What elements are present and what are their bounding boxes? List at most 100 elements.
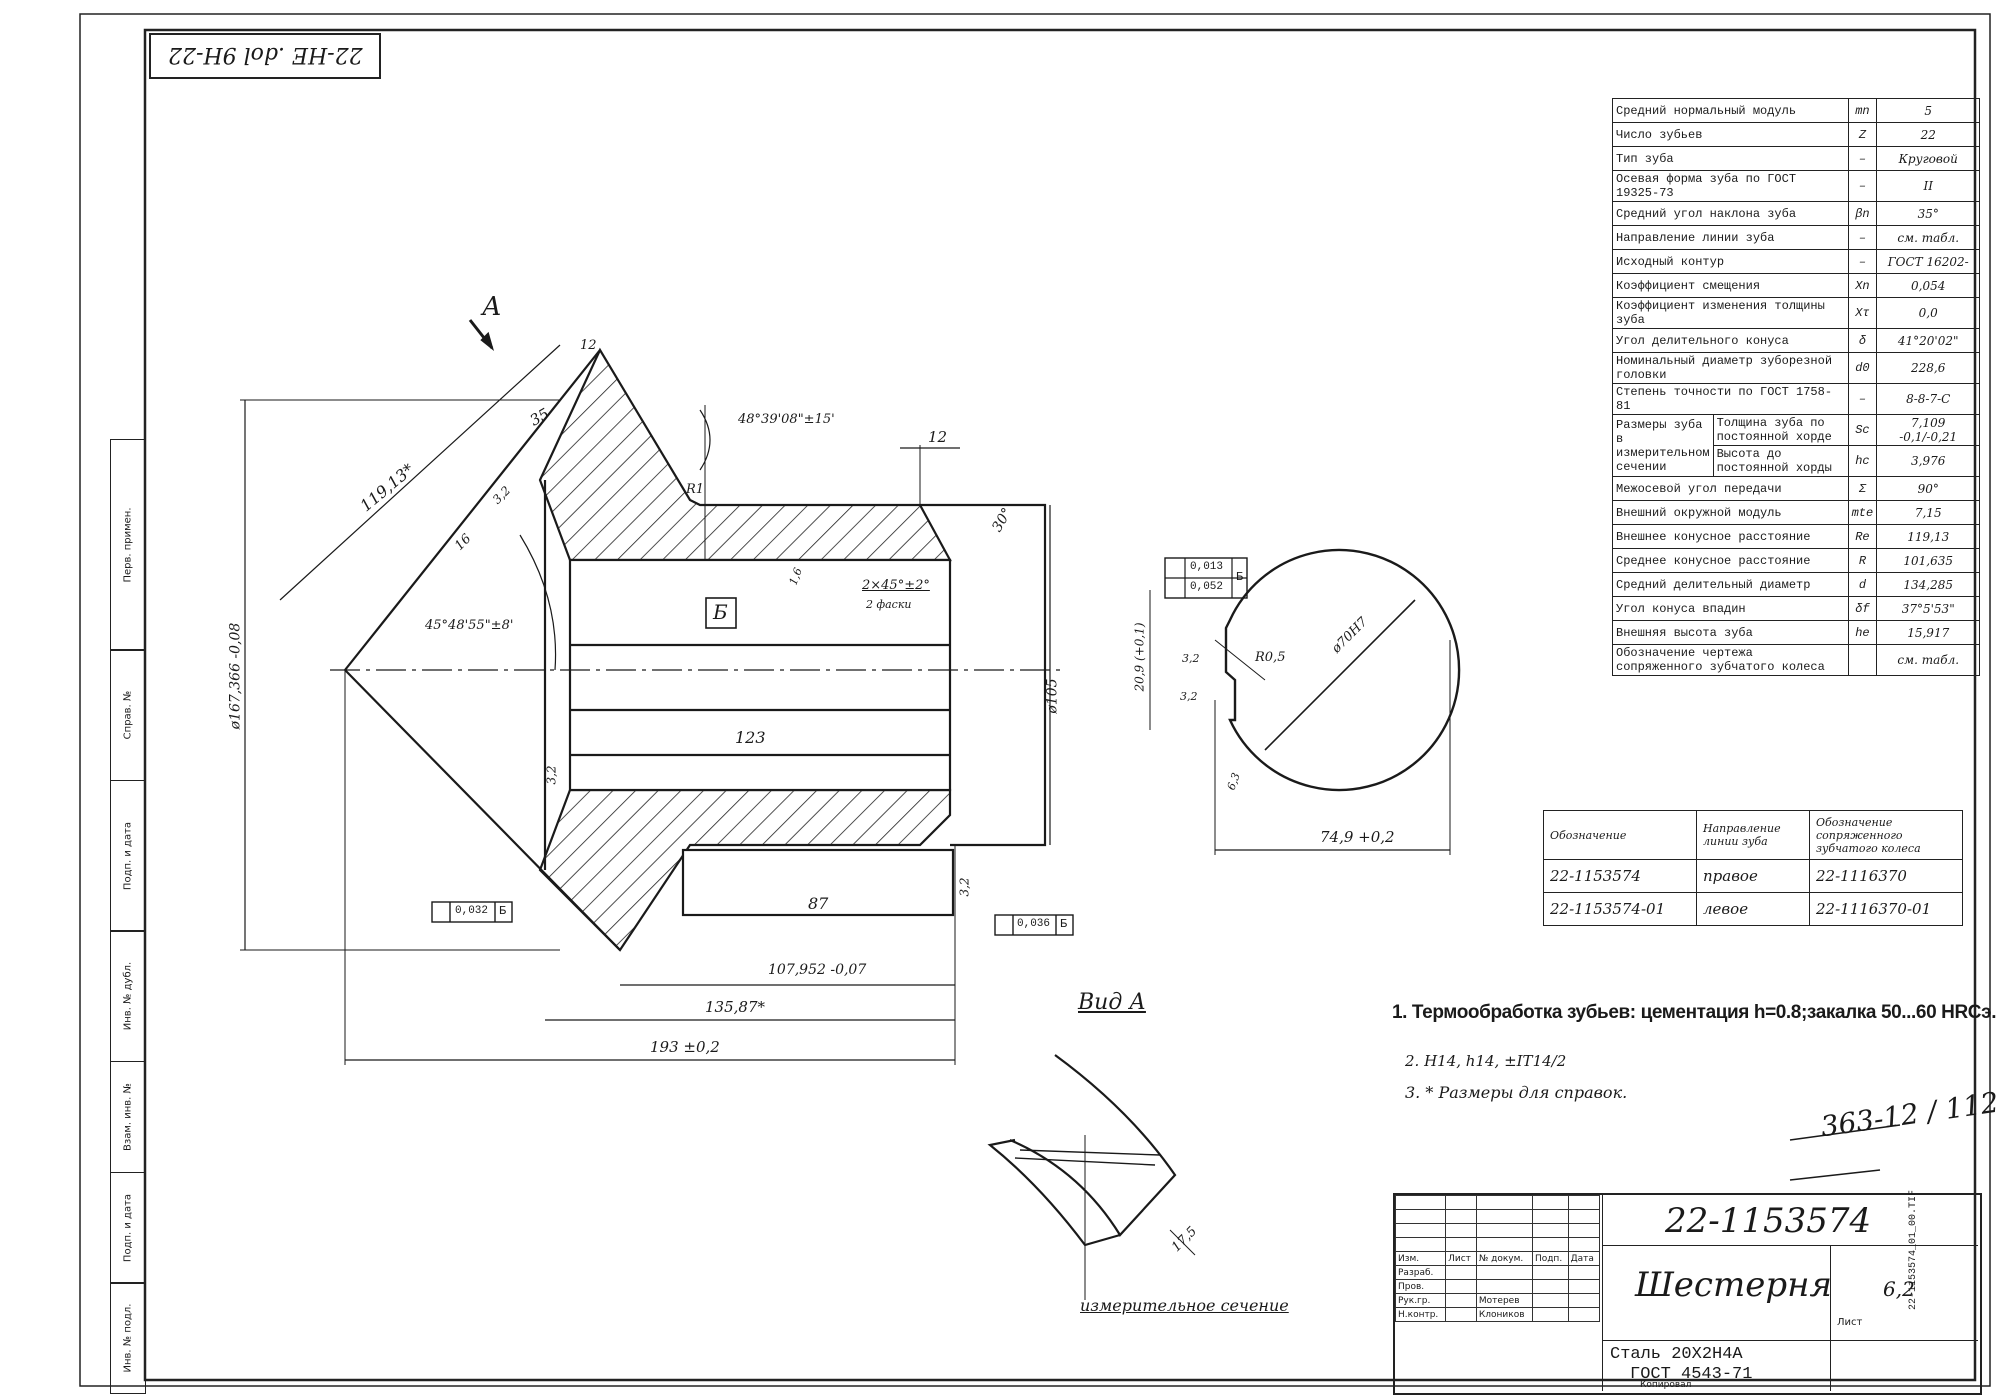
param-symbol: –	[1847, 249, 1878, 274]
param-name: Внешний окружной модуль	[1612, 500, 1849, 525]
param-symbol: δ	[1847, 328, 1878, 353]
copied-label: Копировал	[1640, 1380, 1692, 1390]
outer-frame	[79, 13, 1991, 1387]
param-symbol: Σ	[1847, 476, 1878, 501]
side-strip-label: Перв. примен.	[122, 507, 134, 583]
right-edge-filename: 22-1153574_01_00.TIF	[1908, 1189, 1919, 1310]
side-strip-cell: Перв. примен.	[110, 438, 146, 651]
variant-mating: 22-1116370-01	[1809, 892, 1963, 926]
tol3-base: Б	[1236, 570, 1244, 584]
variant-designation: 22-1153574	[1543, 859, 1697, 893]
param-row: Исходный контур–ГОСТ 16202-	[1612, 249, 1981, 274]
view-a-sketch	[987, 1054, 1196, 1300]
param-value: см. табл.	[1876, 644, 1981, 676]
variant-mating: 22-1116370	[1809, 859, 1963, 893]
tb-person-name	[1475, 1265, 1533, 1280]
tol2-base: Б	[1060, 917, 1068, 931]
signature-mark	[1789, 1124, 1901, 1181]
param-value: 7,15	[1876, 500, 1981, 525]
param-symbol: –	[1847, 146, 1878, 171]
param-name: Направление линии зуба	[1612, 225, 1849, 250]
title-block: Изм. Лист № докум. Подп. Дата Разраб. Пр…	[1393, 1193, 1982, 1395]
param-value: Круговой	[1876, 146, 1981, 171]
dim-123: 123	[735, 728, 766, 747]
dim-107-952: 107,952 -0,07	[768, 962, 867, 978]
dim-3-2e: 3,2	[1180, 690, 1198, 703]
param-value: 35°	[1876, 201, 1981, 226]
note-tolerances: 2. H14, h14, ±IT14/2	[1405, 1052, 1567, 1070]
side-strip-label: Инв. № дубл.	[122, 962, 134, 1031]
tol2-val: 0,036	[1017, 918, 1051, 930]
upper-body-hatch	[538, 347, 952, 562]
dim-87: 87	[808, 894, 829, 913]
dim-74-9: 74,9 +0,2	[1320, 828, 1395, 846]
dim-chamfer-note: 2×45°±2°	[862, 578, 930, 593]
param-symbol: R	[1847, 548, 1878, 573]
param-name: Толщина зуба по постоянной хорде	[1712, 414, 1849, 446]
param-symbol: Z	[1847, 122, 1878, 147]
param-value: 5	[1876, 98, 1981, 123]
param-value: 0,054	[1876, 273, 1981, 298]
param-symbol: he	[1847, 620, 1878, 645]
param-name: Угол конуса впадин	[1612, 596, 1849, 621]
param-value: 15,917	[1876, 620, 1981, 645]
param-name: Номинальный диаметр зуборезной головки	[1612, 352, 1849, 384]
param-value: см. табл.	[1876, 225, 1981, 250]
tol1-val: 0,032	[455, 905, 489, 917]
side-strip-label: Инв. № подл.	[122, 1303, 134, 1373]
param-symbol	[1847, 644, 1878, 676]
title-block-sheet-label: Лист	[1837, 1317, 1863, 1328]
bore-section-view	[1149, 548, 1461, 855]
dim-chamfer-note2: 2 фаски	[866, 598, 912, 611]
side-strip-label: Взам. инв. №	[122, 1083, 134, 1151]
param-symbol: Sc	[1847, 414, 1878, 446]
title-block-part-name: Шестерня	[1635, 1265, 1832, 1305]
variants-header-mating: Обозначение сопряженного зубчатого колес…	[1809, 810, 1963, 860]
param-name: Средний делительный диаметр	[1612, 572, 1849, 597]
measurement-section-note: измерительное сечение	[1080, 1296, 1289, 1315]
variant-direction: правое	[1696, 859, 1810, 893]
dim-r1: R1	[686, 482, 705, 497]
title-block-revisions: Изм. Лист № докум. Подп. Дата Разраб. Пр…	[1394, 1195, 1601, 1322]
note-heat-treatment: 1. Термообработка зубьев: цементация h=0…	[1392, 1002, 1997, 1023]
dim-193: 193 ±0,2	[650, 1038, 720, 1056]
param-symbol: –	[1847, 170, 1878, 202]
tb-role: Подп.	[1531, 1251, 1569, 1266]
param-value: 228,6	[1876, 352, 1981, 384]
title-block-material-1: Сталь 20Х2Н4А	[1610, 1345, 1743, 1364]
param-row: Обозначение чертежа сопряженного зубчато…	[1612, 644, 1981, 676]
dim-135-87: 135,87*	[705, 998, 765, 1016]
gear-section	[240, 319, 1060, 1065]
variants-table: Обозначение Направление линии зуба Обозн…	[1543, 810, 1963, 926]
tb-role: Изм.	[1394, 1251, 1447, 1266]
param-name: Угол делительного конуса	[1612, 328, 1849, 353]
param-name: Коэффициент изменения толщины зуба	[1612, 297, 1849, 329]
tb-role: Лист	[1445, 1251, 1477, 1266]
param-name: Коэффициент смещения	[1612, 273, 1849, 298]
side-strip-label: Справ. №	[122, 690, 134, 740]
tolerance-frame-1	[431, 901, 513, 923]
param-name: Число зубьев	[1612, 122, 1849, 147]
param-name: Тип зуба	[1612, 146, 1849, 171]
variants-header-direction: Направление линии зуба	[1696, 810, 1810, 860]
side-strip-cell: Подп. и дата	[110, 1171, 146, 1284]
param-symbol: –	[1847, 225, 1878, 250]
tb-role: № докум.	[1475, 1251, 1533, 1266]
param-name: Исходный контур	[1612, 249, 1849, 274]
side-strip-cell: Справ. №	[110, 649, 146, 782]
hub-lower	[681, 848, 955, 917]
param-value: 119,13	[1876, 524, 1981, 549]
param-name: Межосевой угол передачи	[1612, 476, 1849, 501]
dim-dia-105: ø105	[1044, 678, 1061, 714]
